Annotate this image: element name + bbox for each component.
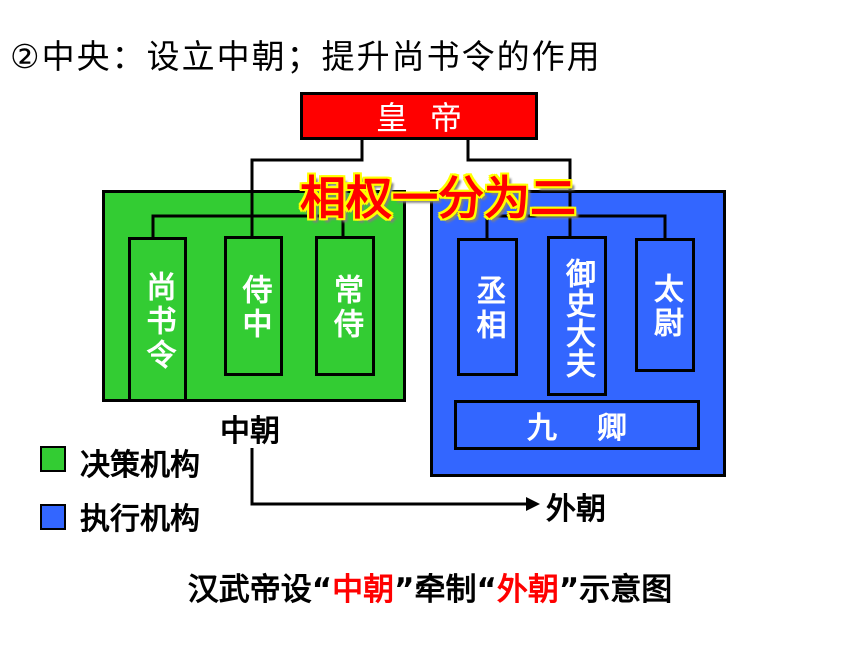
post-label: 丞相 xyxy=(470,275,506,343)
legend-swatch-decision xyxy=(40,446,66,472)
post-chengxiang: 丞相 xyxy=(457,238,518,376)
legend-label-decision: 决策机构 xyxy=(80,448,200,483)
caption-part: 汉武帝设“ xyxy=(187,572,333,608)
diagram-caption: 汉武帝设“中朝”牵制“外朝”示意图 xyxy=(0,564,860,609)
caption-highlight-outer: 外朝 xyxy=(496,572,559,608)
arrowhead xyxy=(526,497,540,511)
legend-label-execution: 执行机构 xyxy=(80,502,200,537)
connector-inner-bar xyxy=(151,214,345,238)
caption-part: ”示意图 xyxy=(558,572,673,608)
post-shangshuling: 尚书令 xyxy=(128,237,187,402)
post-label: 侍中 xyxy=(236,274,272,342)
connector-outer-bar xyxy=(485,214,667,238)
post-changshi: 常侍 xyxy=(315,236,375,376)
post-label: 尚书令 xyxy=(140,270,176,373)
banner-text: 相权一分为二 xyxy=(300,171,576,225)
post-label: 太尉 xyxy=(648,273,683,341)
outer-court-label: 外朝 xyxy=(546,492,606,527)
post-yushidafu: 御史大夫 xyxy=(547,236,607,396)
post-taiwei: 太尉 xyxy=(635,238,695,372)
caption-highlight-inner: 中朝 xyxy=(332,572,395,608)
slide-heading: ②中央：设立中朝；提升尚书令的作用 xyxy=(10,37,602,76)
inner-court-label: 中朝 xyxy=(220,414,280,449)
post-label: 常侍 xyxy=(328,274,363,342)
legend-swatch-execution xyxy=(40,504,66,530)
nine-ministers-box: 九卿 xyxy=(454,400,700,450)
post-label: 御史大夫 xyxy=(560,258,595,378)
caption-part: ”牵制“ xyxy=(394,572,497,608)
connector-emperor-outer xyxy=(466,140,572,236)
connector-emperor-inner xyxy=(250,140,364,236)
emperor-box: 皇帝 xyxy=(300,92,538,140)
connector-inner-to-outer xyxy=(250,448,528,506)
post-shizhong: 侍中 xyxy=(224,236,283,376)
